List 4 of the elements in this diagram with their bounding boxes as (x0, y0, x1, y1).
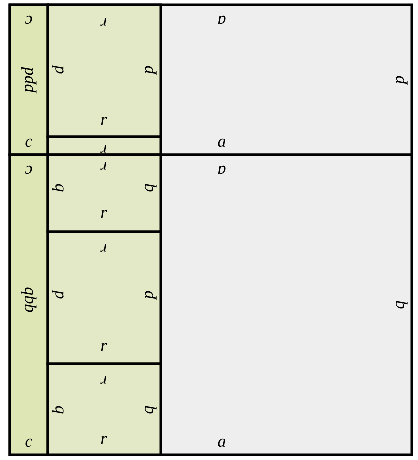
tile-rectangle: r (46, 136, 162, 156)
strip-rectangle: c qqb c (8, 154, 50, 456)
strip-rectangle: c ppd c (8, 4, 50, 156)
tile-rectangle: r q q r (46, 362, 162, 456)
